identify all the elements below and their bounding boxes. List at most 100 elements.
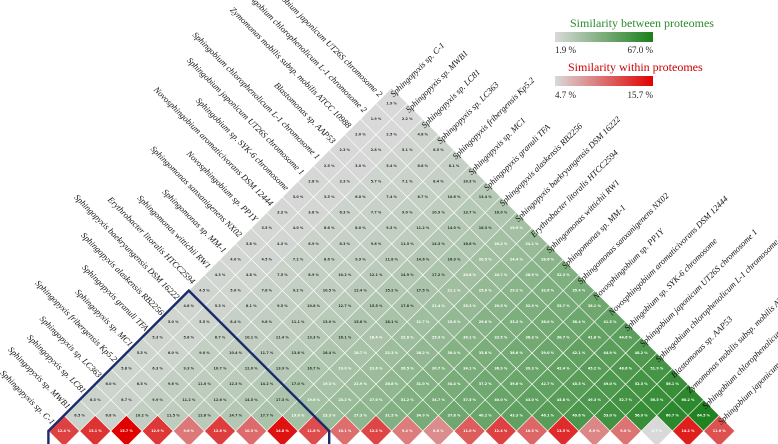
between-cell-label: 28.6 % (541, 257, 555, 261)
legend-between-max: 67.0 % (628, 45, 654, 55)
between-cell-label: 45.5 % (572, 382, 586, 386)
between-cell-label: 46.1 % (541, 413, 555, 417)
between-cell-label: 11.5 % (401, 242, 415, 246)
within-cell-label: 8.9 % (589, 429, 600, 433)
within-cell-label: 10.3 % (245, 429, 259, 433)
between-cell-label: 4.0 % (293, 226, 304, 230)
between-cell-label: 16.0 % (494, 211, 508, 215)
within-cell-label: 12.2 % (370, 429, 384, 433)
within-cell-label: 12.6 % (214, 429, 228, 433)
between-cell-label: 8.4 % (230, 320, 241, 324)
between-cell-label: 16.1 % (338, 335, 352, 339)
between-cell-label: 11.0 % (198, 382, 212, 386)
between-cell-label: 42.4 % (557, 367, 571, 371)
between-cell-label: 22.9 % (354, 382, 368, 386)
between-cell-label: 6.3 % (340, 211, 351, 215)
between-cell-label: 15.8 % (354, 320, 368, 324)
between-cell-label: 60.2 % (682, 398, 696, 402)
within-cell-label: 11.8 % (307, 429, 321, 433)
between-cell-label: 10.2 % (338, 273, 352, 277)
within-cell-label: 13.5 % (557, 429, 571, 433)
between-cell-label: 17.5 % (416, 289, 430, 293)
sphingopyxis-group-box (47, 288, 331, 444)
between-cell-label: 12.0 % (245, 367, 259, 371)
between-cell-label: 8.6 % (324, 257, 335, 261)
between-cell-label: 13.9 % (276, 367, 290, 371)
between-cell-label: 17.3 % (276, 398, 290, 402)
between-cell-label: 5.1 % (402, 148, 413, 152)
genome-label-right: Sphingopyxis sp. MC1 (466, 115, 528, 177)
between-cell-label: 3.5 % (324, 195, 335, 199)
between-cell-label: 11.4 % (276, 335, 290, 339)
between-cell-label: 6.5 % (74, 413, 85, 417)
genome-label-right: Sphingopyxis sp. C-1 (388, 40, 447, 99)
genome-label-left: Sphingopyxis sp. LC81 (25, 332, 88, 395)
between-cell-label: 9.6 % (371, 242, 382, 246)
between-cell-label: 29.5 % (494, 304, 508, 308)
between-cell-label: 8.9 % (308, 273, 319, 277)
between-cell-label: 40.0 % (494, 398, 508, 402)
within-cell-label: 9.4 % (402, 429, 413, 433)
within-cell-label: 4.7 % (652, 429, 663, 433)
between-cell-label: 2.8 % (371, 148, 382, 152)
within-cell-label: 9.8 % (620, 429, 631, 433)
between-cell-label: 16.4 % (323, 351, 337, 355)
between-cell-label: 3.0 % (355, 164, 366, 168)
between-cell-label: 5.5 % (137, 351, 148, 355)
between-cell-label: 6.7 % (121, 398, 132, 402)
legend-between-min: 1.9 % (555, 45, 577, 55)
between-cell-label: 52.7 % (619, 398, 633, 402)
between-cell-label: 44.9 % (604, 351, 618, 355)
between-cell-label: 9.3 % (184, 367, 195, 371)
between-cell-label: 8.0 % (355, 226, 366, 230)
between-cell-label: 43.0 % (526, 398, 540, 402)
between-cell-label: 23.2 % (338, 398, 352, 402)
between-cell-label: 2.0 % (355, 133, 366, 137)
between-cell-label: 7.7 % (371, 211, 382, 215)
between-cell-label: 12.7 % (338, 304, 352, 308)
between-cell-label: 6.8 % (418, 164, 429, 168)
between-cell-label: 5.0 % (230, 289, 241, 293)
legend-between: Similarity between proteomes 1.9 % 67.0 … (555, 16, 714, 55)
between-cell-label: 6.5 % (433, 148, 444, 152)
legend-within-min: 4.7 % (555, 90, 577, 100)
between-cell-label: 14.9 % (401, 273, 415, 277)
between-cell-label: 25.6 % (448, 320, 462, 324)
between-cell-label: 14.3 % (432, 242, 446, 246)
between-cell-label: 21.7 % (416, 320, 430, 324)
between-cell-label: 11.7 % (260, 351, 274, 355)
between-cell-label: 33.2 % (510, 320, 524, 324)
between-cell-label: 12.8 % (198, 413, 212, 417)
between-cell-label: 6.0 % (355, 195, 366, 199)
within-cell-label: 10.5 % (526, 429, 540, 433)
between-cell-label: 10.4 % (229, 351, 243, 355)
between-cell-label: 33.8 % (479, 351, 493, 355)
between-cell-label: 12.3 % (229, 382, 243, 386)
between-cell-label: 2.8 % (308, 179, 319, 183)
within-cell-label: 15.7 % (120, 429, 134, 433)
between-cell-label: 34.7 % (432, 398, 446, 402)
between-cell-label: 10.5 % (323, 289, 337, 293)
between-cell-label: 8.3 % (340, 242, 351, 246)
between-cell-label: 19.6 % (307, 398, 321, 402)
between-cell-label: 17.7 % (260, 413, 274, 417)
between-cell-label: 31.2 % (401, 398, 415, 402)
between-cell-label: 11.8 % (385, 257, 399, 261)
between-cell-label: 37.8 % (448, 413, 462, 417)
between-cell-label: 17.2 % (432, 273, 446, 277)
between-cell-label: 8.1 % (449, 164, 460, 168)
between-cell-label: 22.6 % (370, 367, 384, 371)
between-cell-label: 26.2 % (416, 351, 430, 355)
between-cell-label: 35.7 % (557, 304, 571, 308)
between-cell-label: 6.9 % (308, 242, 319, 246)
between-cell-label: 29.2 % (510, 289, 524, 293)
between-cell-label: 34.1 % (463, 367, 477, 371)
between-cell-label: 38.1 % (588, 304, 602, 308)
between-cell-label: 8.7 % (215, 335, 226, 339)
between-cell-label: 39.3 % (526, 367, 540, 371)
between-cell-label: 3.8 % (308, 211, 319, 215)
within-cell-label: 12.4 % (494, 429, 508, 433)
within-cell-label: 11.0 % (463, 429, 477, 433)
between-cell-label: 5.8 % (184, 335, 195, 339)
between-cell-label: 45.8 % (557, 398, 571, 402)
